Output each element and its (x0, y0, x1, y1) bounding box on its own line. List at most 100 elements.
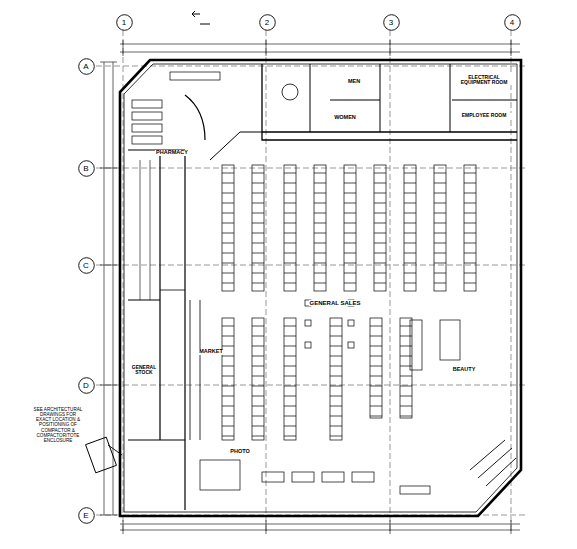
drawing-stroke (284, 318, 296, 440)
drawing-stroke (284, 253, 296, 254)
drawing-stroke (120, 530, 520, 531)
drawing-stroke (434, 283, 446, 284)
drawing-stroke (370, 336, 382, 337)
drawing-stroke (330, 426, 342, 427)
drawing-stroke (314, 213, 326, 214)
drawing-stroke (222, 326, 234, 327)
drawing-stroke (344, 183, 356, 184)
drawing-stroke (404, 283, 416, 284)
drawing-stroke (170, 72, 220, 80)
drawing-stroke (400, 416, 412, 417)
checkout-stands (200, 320, 516, 494)
drawing-stroke (404, 183, 416, 184)
drawing-stroke (252, 283, 264, 284)
building-walls (120, 60, 521, 516)
grid-circle-outline (259, 14, 275, 30)
drawing-stroke (284, 416, 296, 417)
drawing-stroke (284, 243, 296, 244)
room-name: PHOTO (229, 449, 250, 455)
drawing-stroke (124, 64, 517, 512)
drawing-stroke (222, 386, 234, 387)
drawing-stroke (96, 385, 528, 386)
drawing-stroke (252, 233, 264, 234)
drawing-stroke (374, 173, 386, 174)
drawing-stroke (330, 356, 342, 357)
drawing-stroke (314, 253, 326, 254)
drawing-stroke (120, 44, 520, 45)
drawing-stroke (252, 203, 264, 204)
drawing-stroke (344, 223, 356, 224)
drawing-stroke (390, 40, 391, 56)
drawing-stroke (284, 426, 296, 427)
drawing-stroke (330, 406, 342, 407)
drawing-stroke (330, 326, 342, 327)
drawing-stroke (200, 460, 240, 490)
drawing-stroke (314, 243, 326, 244)
room-name: MARKET (198, 349, 224, 355)
drawing-stroke (464, 183, 476, 184)
drawing-stroke (344, 263, 356, 264)
drawing-stroke (222, 426, 234, 427)
room-label-box: GENERAL STOCK (129, 365, 159, 376)
drawing-stroke (390, 520, 391, 534)
drawing-stroke (404, 213, 416, 214)
room-name: GENERAL STOCK (129, 365, 159, 376)
drawing-stroke (400, 396, 412, 397)
drawing-stroke (374, 283, 386, 284)
drawing-stroke (404, 223, 416, 224)
drawing-stroke (222, 183, 234, 184)
grid-label: 3 (383, 14, 400, 31)
grid-label: A (78, 58, 95, 75)
grid-bubble: 3 (383, 14, 400, 31)
drawing-stroke (370, 396, 382, 397)
grid-bubble: 2 (259, 14, 276, 31)
drawing-stroke (252, 243, 264, 244)
drawing-stroke (374, 193, 386, 194)
drawing-stroke (404, 173, 416, 174)
drawing-stroke (434, 203, 446, 204)
drawing-stroke (284, 203, 296, 204)
drawing-stroke (348, 342, 354, 348)
grid-bubble: C (78, 257, 95, 274)
drawing-stroke (314, 173, 326, 174)
drawing-stroke (284, 193, 296, 194)
drawing-stroke (374, 263, 386, 264)
grid-bubble: B (78, 160, 95, 177)
drawing-stroke (404, 263, 416, 264)
drawing-stroke (404, 193, 416, 194)
drawing-stroke (464, 283, 476, 284)
drawing-stroke (344, 233, 356, 234)
drawing-stroke (100, 385, 117, 386)
drawing-stroke (284, 183, 296, 184)
drawing-stroke (374, 203, 386, 204)
grid-circle-outline (78, 257, 94, 273)
drawing-stroke (252, 406, 264, 407)
drawing-stroke (370, 416, 382, 417)
drawing-stroke (330, 376, 342, 377)
drawing-stroke (284, 233, 296, 234)
room-name: PHARMACY (155, 150, 189, 156)
drawing-stroke (314, 273, 326, 274)
drawing-stroke (374, 165, 386, 291)
drawing-stroke (262, 472, 284, 482)
grid-bubble: A (78, 58, 95, 75)
room-label-box: WOMEN (333, 115, 357, 121)
drawing-stroke (100, 168, 117, 169)
grid-bubble: D (78, 377, 95, 394)
drawing-stroke (352, 472, 374, 482)
grid-circle-outline (116, 14, 132, 30)
drawing-stroke (400, 486, 430, 494)
drawing-stroke (374, 183, 386, 184)
drawing-stroke (252, 396, 264, 397)
drawing-stroke (330, 396, 342, 397)
drawing-stroke (222, 366, 234, 367)
drawing-stroke (252, 183, 264, 184)
drawing-stroke (284, 326, 296, 327)
gondola-shelving (222, 165, 476, 440)
grid-circle-outline (78, 160, 94, 176)
drawing-stroke (284, 376, 296, 377)
drawing-stroke (252, 336, 264, 337)
drawing-stroke (284, 396, 296, 397)
drawing-stroke (464, 203, 476, 204)
grid-lines (96, 30, 528, 532)
